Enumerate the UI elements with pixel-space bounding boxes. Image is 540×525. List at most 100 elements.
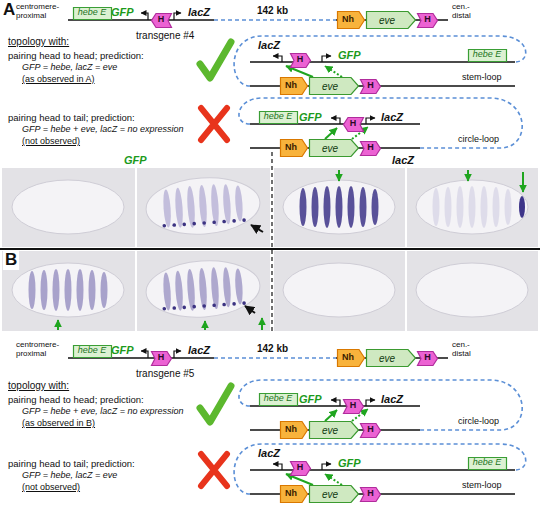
node-text: eve [379,353,395,364]
node-content: H [151,351,172,366]
node-text: H [158,15,165,25]
node-content: H [151,13,172,28]
enhancer-box: hebe E [259,111,298,124]
insulator-symbol: H [360,79,381,94]
node-shape [151,351,171,365]
cross-mark [201,108,227,140]
panel-letter: A [3,1,15,20]
node-shape [281,78,308,95]
gene-box: eve [309,139,359,157]
insulator-symbol: H [360,423,381,438]
node-shape [290,461,310,475]
reporter-name: GFP [299,393,322,405]
node-shape [290,53,310,67]
node-content: eve [366,349,416,367]
gene-box: eve [309,421,359,439]
node-text: hebe E [78,8,107,18]
enhancer-box: hebe E [73,345,112,358]
chromosome-end-label: centromere- proximal [16,340,66,358]
nhomie-box: Nh [337,11,365,29]
node-content: H [417,351,438,366]
node-content: H [343,117,364,132]
node-content: Nh [280,139,308,157]
check-mark [200,386,231,422]
node-shape [310,78,359,95]
reporter-name: lacZ [258,447,280,459]
insulator-symbol: H [360,487,381,502]
insulator-symbol: H [343,399,364,414]
node-shape [343,117,363,131]
prediction-text: pairing head to tail; prediction: [8,458,135,469]
node-content: H [290,53,311,68]
gene-box: eve [309,485,359,503]
reporter-name: GFP [111,344,134,356]
cross-mark [201,454,227,486]
reporter-name: lacZ [188,344,210,356]
reporter-name: lacZ [188,6,210,18]
topology-label: stem-loop [462,480,502,491]
prediction-text: pairing head to head; prediction: [8,50,144,61]
insulator-symbol: H [151,351,172,366]
node-text: eve [322,489,338,500]
node-text: H [424,15,431,25]
node-text: H [367,143,374,153]
node-text: Nh [285,425,297,435]
node-shape [367,350,416,367]
node-content: eve [309,485,359,503]
node-text: Nh [285,143,297,153]
node-shape [310,422,359,439]
node-content: eve [309,139,359,157]
chromosome-end-label: centromere- proximal [16,2,66,20]
node-shape [418,351,438,365]
enhancer-box: hebe E [73,7,112,20]
node-shape [361,487,381,501]
node-content: H [290,461,311,476]
insulator-symbol: H [290,53,311,68]
node-text: Nh [285,489,297,499]
node-shape [361,141,381,155]
reporter-name: GFP [338,457,361,469]
check-mark [200,42,231,78]
node-shape [361,79,381,93]
node-shape [338,350,365,367]
node-shape [259,393,297,405]
node-shape [73,345,111,357]
prediction-text: pairing head to tail; prediction: [8,112,135,123]
insulator-symbol: H [151,13,172,28]
node-shape [310,486,359,503]
node-content: eve [366,11,416,29]
node-content: Nh [337,349,365,367]
node-content: H [417,13,438,28]
node-content: H [360,487,381,502]
node-text: H [350,119,357,129]
node-shape [338,12,365,29]
insulator-symbol: H [290,461,311,476]
node-content: eve [309,77,359,95]
node-shape [151,13,171,27]
insulator-symbol: H [360,141,381,156]
node-shape [367,12,416,29]
prediction-text: GFP = hebe + eve, lacZ = no expression [22,124,184,135]
node-text: hebe E [78,346,107,356]
panel-letter: B [3,251,19,270]
enhancer-box: hebe E [259,393,298,406]
reporter-name: lacZ [381,111,403,123]
node-content: hebe E [259,393,298,406]
column-heading: lacZ [392,154,414,166]
chromosome-end-label: cen.- distal [452,340,480,358]
node-text: hebe E [473,458,502,468]
stem-loop-diagram [234,36,526,86]
observation-note: (not observed) [22,482,80,493]
reporter-name: lacZ [258,39,280,51]
node-shape [418,13,438,27]
node-text: hebe E [473,50,502,60]
node-content: H [343,399,364,414]
enhancer-box: hebe E [468,49,507,62]
node-shape [73,7,111,19]
gene-box: eve [366,349,416,367]
insulator-symbol: H [417,13,438,28]
node-content: hebe E [259,111,298,124]
prediction-text: GFP = hebe, lacZ = eve [22,62,117,73]
prediction-text: GFP = hebe + eve, lacZ = no expression [22,406,184,417]
topology-label: circle-loop [458,134,499,145]
